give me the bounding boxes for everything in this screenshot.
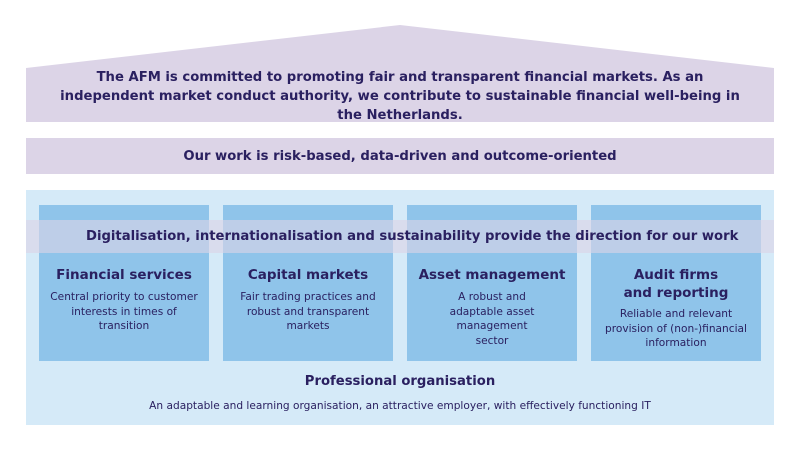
pillar-title: Asset management	[418, 267, 566, 283]
pillar-description: Fair trading practices and robust and tr…	[240, 291, 376, 332]
pillar-financial-services: Financial services Central priority to c…	[39, 205, 209, 361]
roof	[26, 25, 774, 122]
foundation-title: Professional organisation	[304, 374, 496, 389]
pillar-description: A robust and adaptable asset management …	[449, 291, 535, 347]
approach-band: Our work is risk-based, data-driven and …	[26, 138, 774, 174]
pillar-title: Capital markets	[247, 267, 369, 283]
pillar-title: Financial services	[56, 267, 192, 283]
mission-statement: The AFM is committed to promoting fair a…	[60, 69, 740, 123]
pillar-title: Audit firms and reporting	[623, 267, 729, 301]
pillar-description: Reliable and relevant provision of (non-…	[605, 308, 747, 349]
pillar-description: Central priority to customer interests i…	[50, 291, 198, 332]
foundation-description: An adaptable and learning organisation, …	[149, 400, 651, 412]
direction-band: Digitalisation, internationalisation and…	[26, 220, 774, 253]
